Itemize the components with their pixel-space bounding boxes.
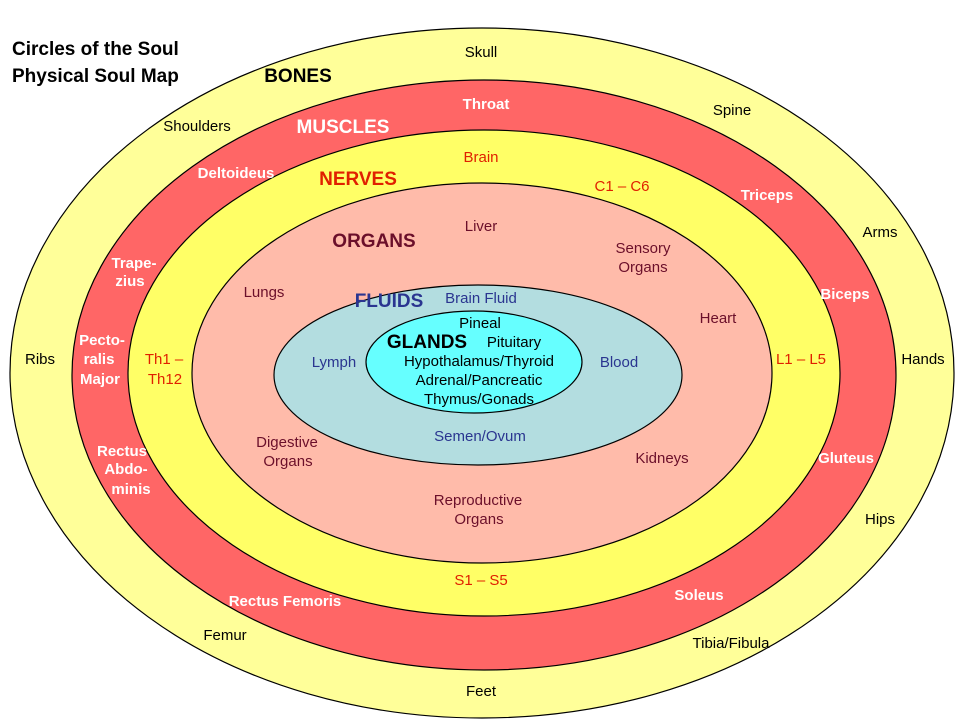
label-liver: Liver [465, 218, 498, 235]
label-pectoralis-2: ralis [84, 351, 115, 368]
label-hypothalamus-thyroid: Hypothalamus/Thyroid [404, 353, 554, 370]
label-soleus: Soleus [674, 587, 723, 604]
label-pineal: Pineal [459, 315, 501, 332]
glands-ring [365, 310, 583, 414]
label-sensory-2: Organs [618, 259, 667, 276]
muscles-heading: MUSCLES [297, 117, 390, 138]
label-lymph: Lymph [312, 354, 356, 371]
label-adrenal-pancreatic: Adrenal/Pancreatic [416, 372, 543, 389]
label-brain-fluid: Brain Fluid [445, 290, 517, 307]
label-throat: Throat [463, 96, 510, 113]
label-pectoralis-1: Pecto- [79, 332, 125, 349]
label-feet: Feet [466, 683, 497, 700]
label-spine: Spine [713, 102, 751, 119]
label-femur: Femur [203, 627, 246, 644]
title-line-2: Physical Soul Map [12, 66, 179, 87]
label-brain: Brain [463, 149, 498, 166]
label-digestive-1: Digestive [256, 434, 318, 451]
label-pectoralis-3: Major [80, 371, 120, 388]
diagram-title: Circles of the Soul Physical Soul Map [12, 36, 179, 90]
label-trapezius-1: Trape- [111, 255, 156, 272]
label-hands: Hands [901, 351, 944, 368]
fluids-heading: FLUIDS [355, 291, 424, 312]
organs-heading: ORGANS [332, 231, 415, 252]
label-rectus-abdominis-1: Rectus [97, 443, 147, 460]
label-c1-c6: C1 – C6 [594, 178, 649, 195]
label-trapezius-2: zius [115, 273, 144, 290]
label-triceps: Triceps [741, 187, 794, 204]
label-s1-s5: S1 – S5 [454, 572, 507, 589]
label-shoulders: Shoulders [163, 118, 231, 135]
label-lungs: Lungs [244, 284, 285, 301]
label-sensory-1: Sensory [615, 240, 671, 257]
label-rectus-abdominis-3: minis [111, 481, 150, 498]
label-heart: Heart [700, 310, 738, 327]
label-arms: Arms [863, 224, 898, 241]
label-blood: Blood [600, 354, 638, 371]
label-rectus-abdominis-2: Abdo- [104, 461, 147, 478]
label-kidneys: Kidneys [635, 450, 688, 467]
label-biceps: Biceps [820, 286, 869, 303]
label-l1-l5: L1 – L5 [776, 351, 826, 368]
label-pituitary: Pituitary [487, 334, 542, 351]
label-rectus-femoris: Rectus Femoris [229, 593, 342, 610]
title-line-1: Circles of the Soul [12, 39, 179, 60]
label-tibia-fibula: Tibia/Fibula [693, 635, 771, 652]
bones-heading: BONES [264, 66, 332, 87]
label-skull: Skull [465, 44, 498, 61]
label-ribs: Ribs [25, 351, 55, 368]
label-thymus-gonads: Thymus/Gonads [424, 391, 534, 408]
glands-heading: GLANDS [387, 332, 467, 353]
label-semen-ovum: Semen/Ovum [434, 428, 526, 445]
nerves-heading: NERVES [319, 169, 397, 190]
label-gluteus: Gluteus [818, 450, 874, 467]
label-deltoideus: Deltoideus [198, 165, 275, 182]
label-th12: Th12 [148, 371, 182, 388]
label-reproductive-1: Reproductive [434, 492, 522, 509]
label-digestive-2: Organs [263, 453, 312, 470]
label-hips: Hips [865, 511, 895, 528]
label-reproductive-2: Organs [454, 511, 503, 528]
label-th1: Th1 – [145, 351, 184, 368]
